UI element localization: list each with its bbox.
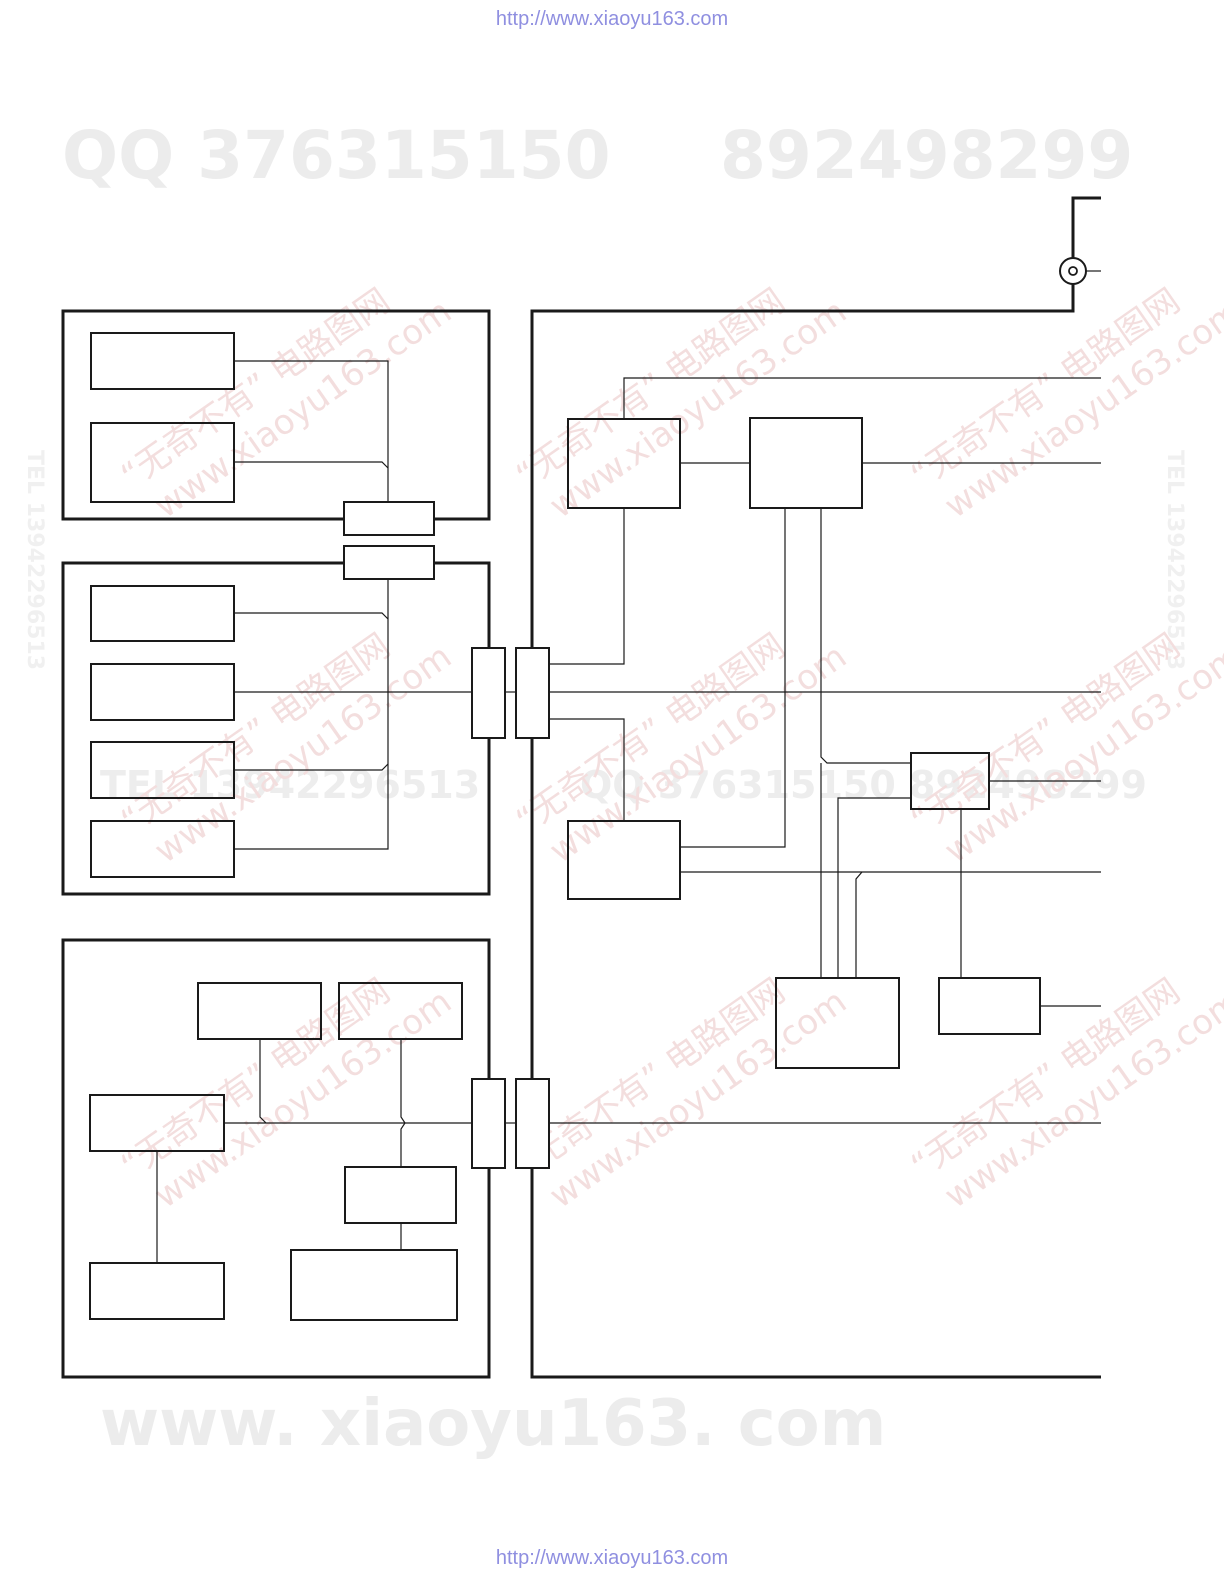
block-top-1 xyxy=(90,332,235,390)
coax-jack-center xyxy=(1068,266,1078,276)
header-url[interactable]: http://www.xiaoyu163.com xyxy=(495,8,729,30)
connector-top-a xyxy=(343,501,435,536)
watermark-mid-qq: QQ 376315150 892498299 xyxy=(580,763,1147,807)
watermark-side-right: TEL 13942296513 xyxy=(1162,450,1187,670)
coax-jack-icon xyxy=(1059,257,1087,285)
block-bot-4 xyxy=(344,1166,457,1224)
connector-top-b xyxy=(343,545,435,580)
diagram-lines xyxy=(61,196,1101,1379)
connector-mid-right xyxy=(515,647,550,739)
watermark-side-left: TEL 13942296513 xyxy=(22,450,47,670)
block-main-2 xyxy=(749,417,863,509)
left-panel-top xyxy=(61,309,491,521)
block-bot-5 xyxy=(89,1262,225,1320)
connector-bot-left xyxy=(471,1078,506,1169)
top-panel-wiring xyxy=(234,360,389,502)
watermark-layer: QQ 376315150 892498299 TEL 13942296513 Q… xyxy=(22,117,1224,1461)
main-board-outline xyxy=(530,196,1101,1379)
watermark-site: www. xiaoyu163. com xyxy=(100,1387,886,1461)
block-bot-6 xyxy=(290,1249,458,1321)
footer-url[interactable]: http://www.xiaoyu163.com xyxy=(495,1547,729,1569)
bot-panel-wiring xyxy=(156,1039,472,1263)
connector-mid-left xyxy=(471,647,506,739)
mid-panel-wiring xyxy=(234,579,472,850)
block-main-6 xyxy=(938,977,1041,1035)
block-mid-1 xyxy=(90,585,235,642)
main-board-wiring xyxy=(549,377,1101,1124)
watermark-num: 892498299 xyxy=(720,117,1133,194)
block-mid-2 xyxy=(90,663,235,721)
connector-bot-right xyxy=(515,1078,550,1169)
watermark-qq: QQ 376315150 xyxy=(62,117,611,194)
